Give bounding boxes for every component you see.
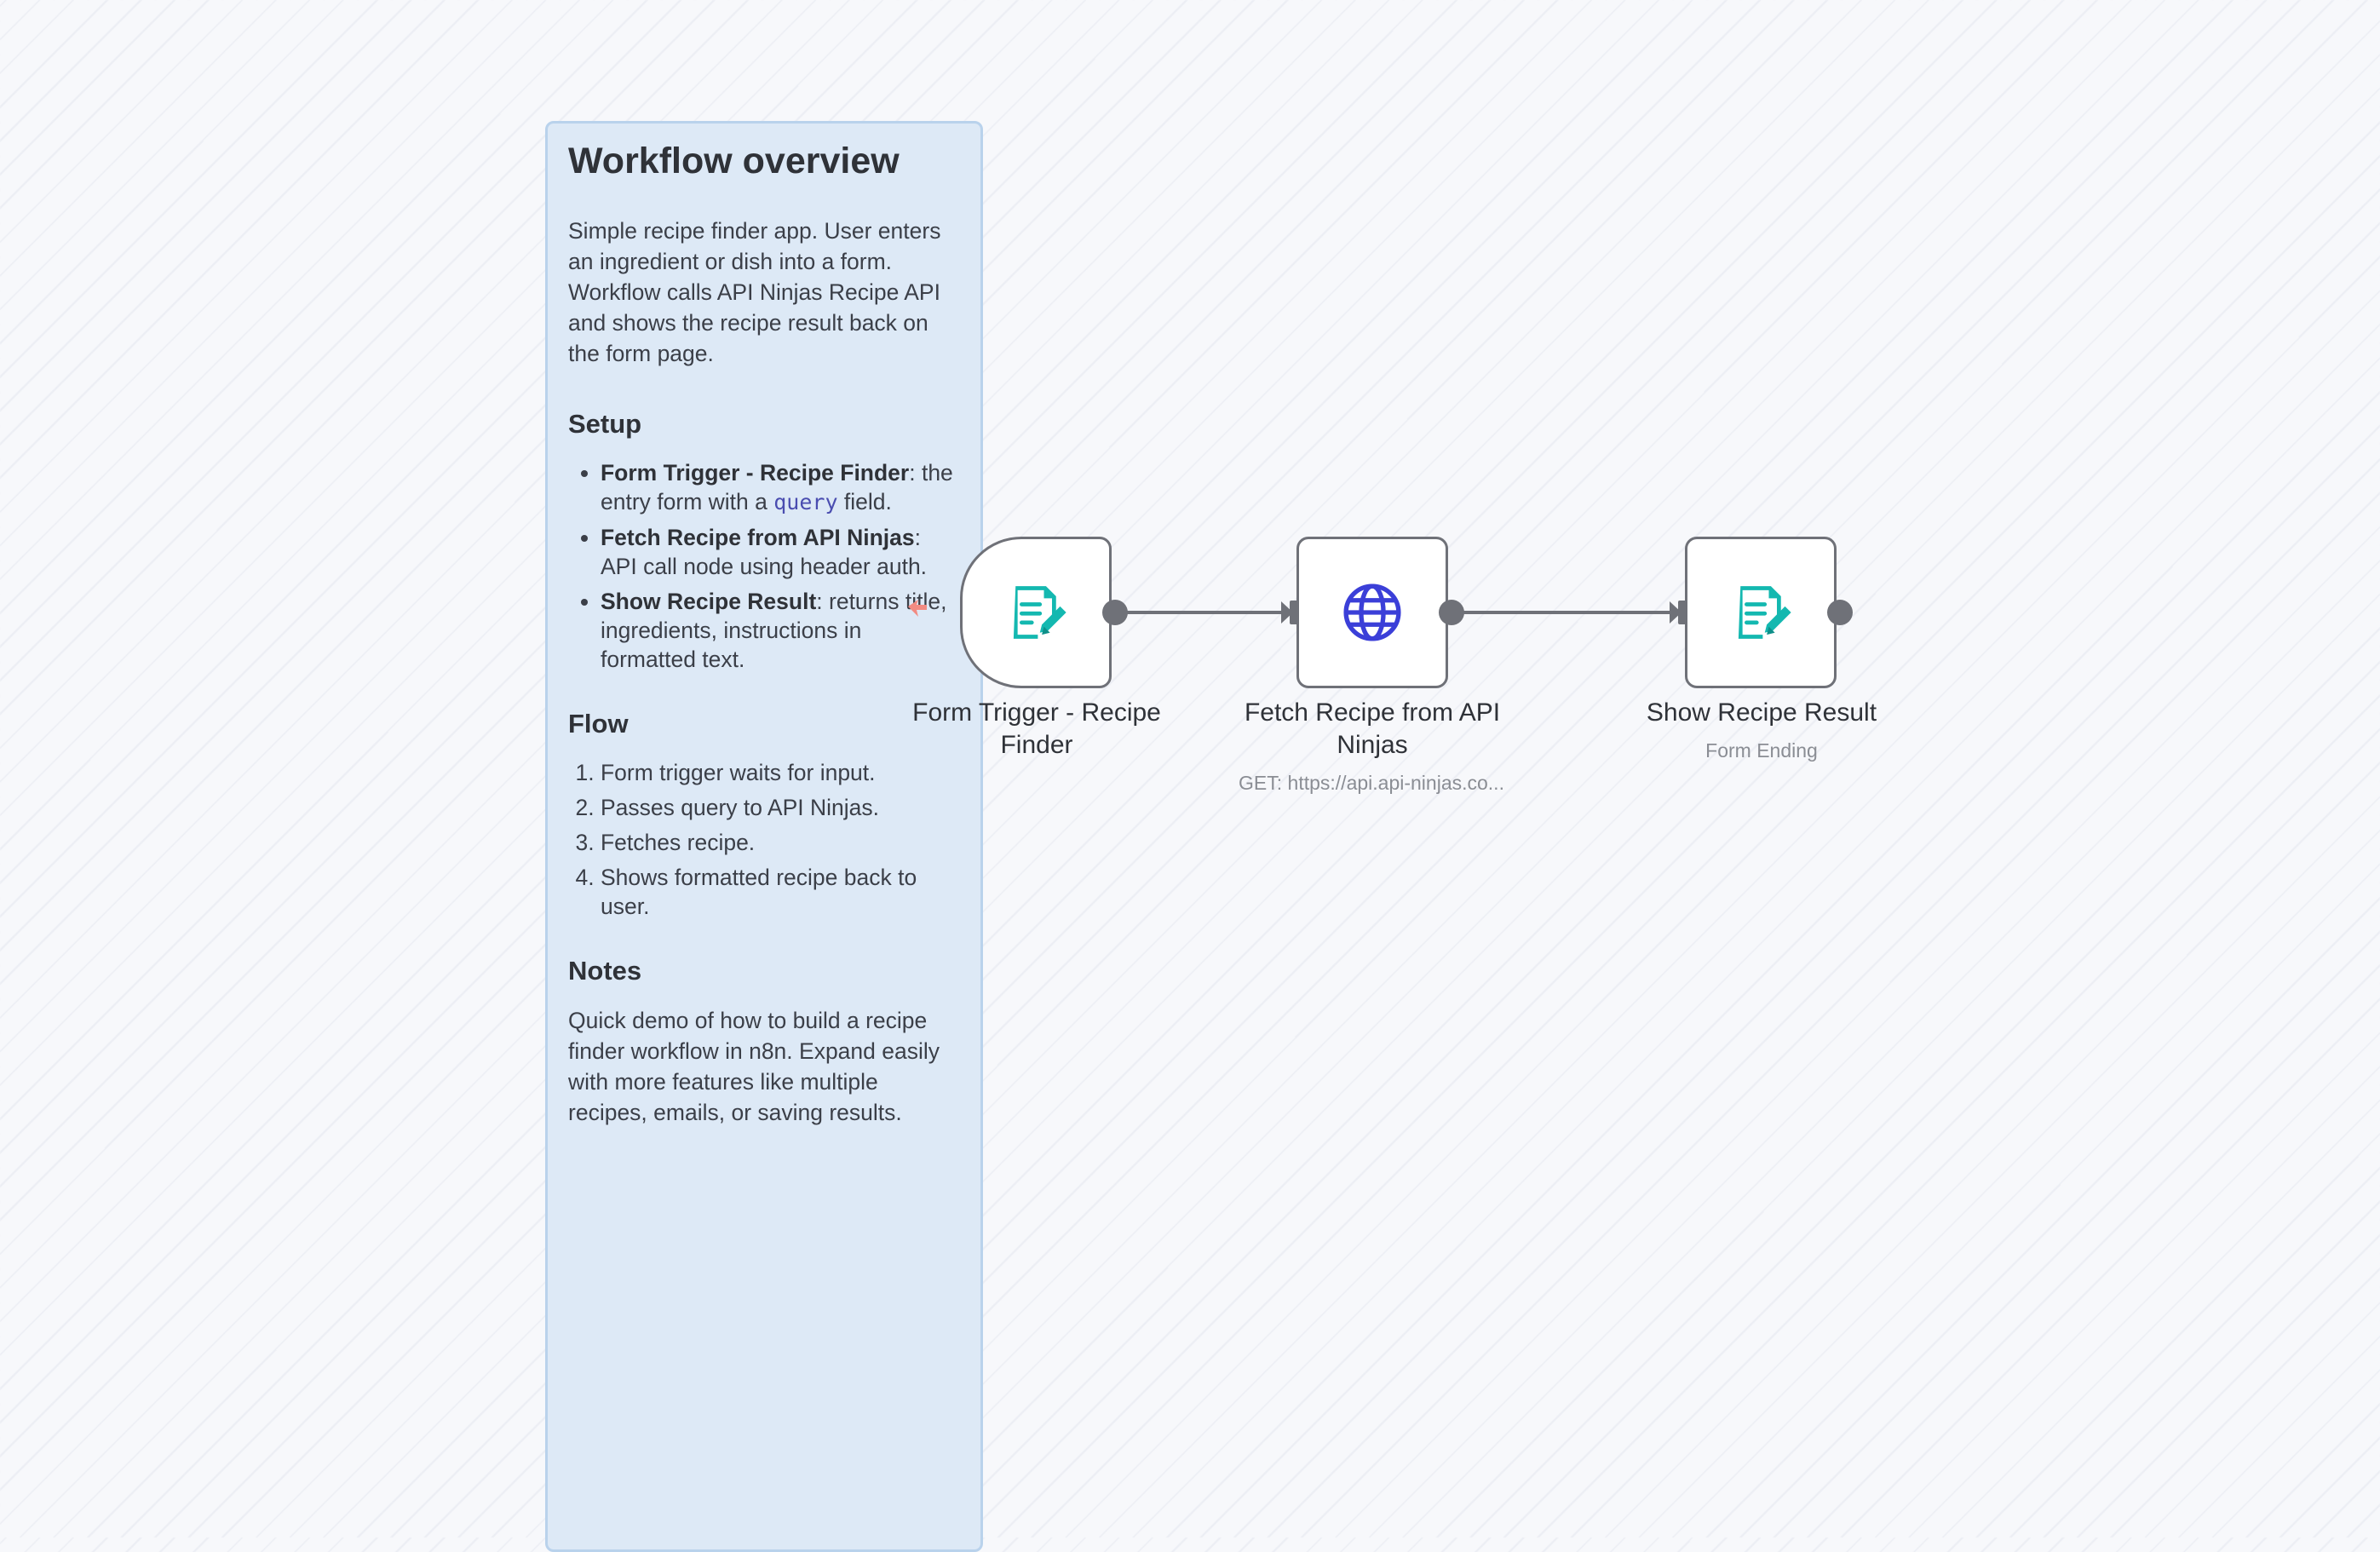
node-form-trigger[interactable] [960, 537, 1112, 688]
node-label: Show Recipe Result [1646, 698, 1877, 727]
globe-icon [1343, 583, 1401, 641]
form-icon [1738, 586, 1791, 639]
sticky-title: Workflow overview [568, 141, 900, 181]
output-handle[interactable] [1827, 600, 1853, 625]
setup-item: Fetch Recipe from API Ninjas: API call n… [601, 523, 962, 581]
node-label: Fetch Recipe from API Ninjas [1244, 698, 1501, 759]
setup-heading: Setup [568, 408, 642, 439]
sticky-intro: Simple recipe finder app. User enters an… [568, 217, 941, 366]
node-subtitle: Form Ending [1705, 739, 1818, 762]
flow-item: Form trigger waits for input. [601, 758, 962, 787]
node-fetch-recipe[interactable] [1296, 537, 1448, 688]
output-handle[interactable] [1102, 600, 1128, 625]
setup-item-text: : the entry form with a [601, 459, 953, 514]
pointer-icon [908, 600, 927, 617]
sticky-note-workflow-overview[interactable]: Workflow overview Simple recipe finder a… [545, 121, 983, 1552]
setup-item-bold: Fetch Recipe from API Ninjas [601, 524, 915, 550]
setup-item: Show Recipe Result: returns title, ingre… [601, 587, 962, 674]
node-show-recipe-result[interactable] [1685, 537, 1837, 688]
inline-code: query [773, 489, 838, 514]
notes-text: Quick demo of how to build a recipe find… [568, 1008, 940, 1126]
setup-item-text: : API call node using header auth. [601, 524, 928, 579]
flow-item: Fetches recipe. [601, 828, 962, 857]
setup-item-text: field. [837, 488, 892, 514]
flow-list: Form trigger waits for input. Passes que… [568, 758, 962, 921]
setup-item: Form Trigger - Recipe Finder: the entry … [601, 458, 962, 517]
flow-item: Passes query to API Ninjas. [601, 793, 962, 822]
setup-item-bold: Show Recipe Result [601, 588, 817, 614]
notes-heading: Notes [568, 956, 642, 986]
flow-item: Shows formatted recipe back to user. [601, 863, 962, 921]
setup-item-bold: Form Trigger - Recipe Finder [601, 459, 910, 486]
output-handle[interactable] [1439, 600, 1464, 625]
setup-item-text: : returns title, ingredients, instructio… [601, 588, 947, 672]
setup-list: Form Trigger - Recipe Finder: the entry … [568, 458, 962, 674]
form-icon [1013, 586, 1066, 639]
node-subtitle: GET: https://api.api-ninjas.co... [1239, 772, 1504, 794]
node-label: Form Trigger - Recipe Finder [912, 698, 1161, 759]
flow-heading: Flow [568, 708, 629, 739]
